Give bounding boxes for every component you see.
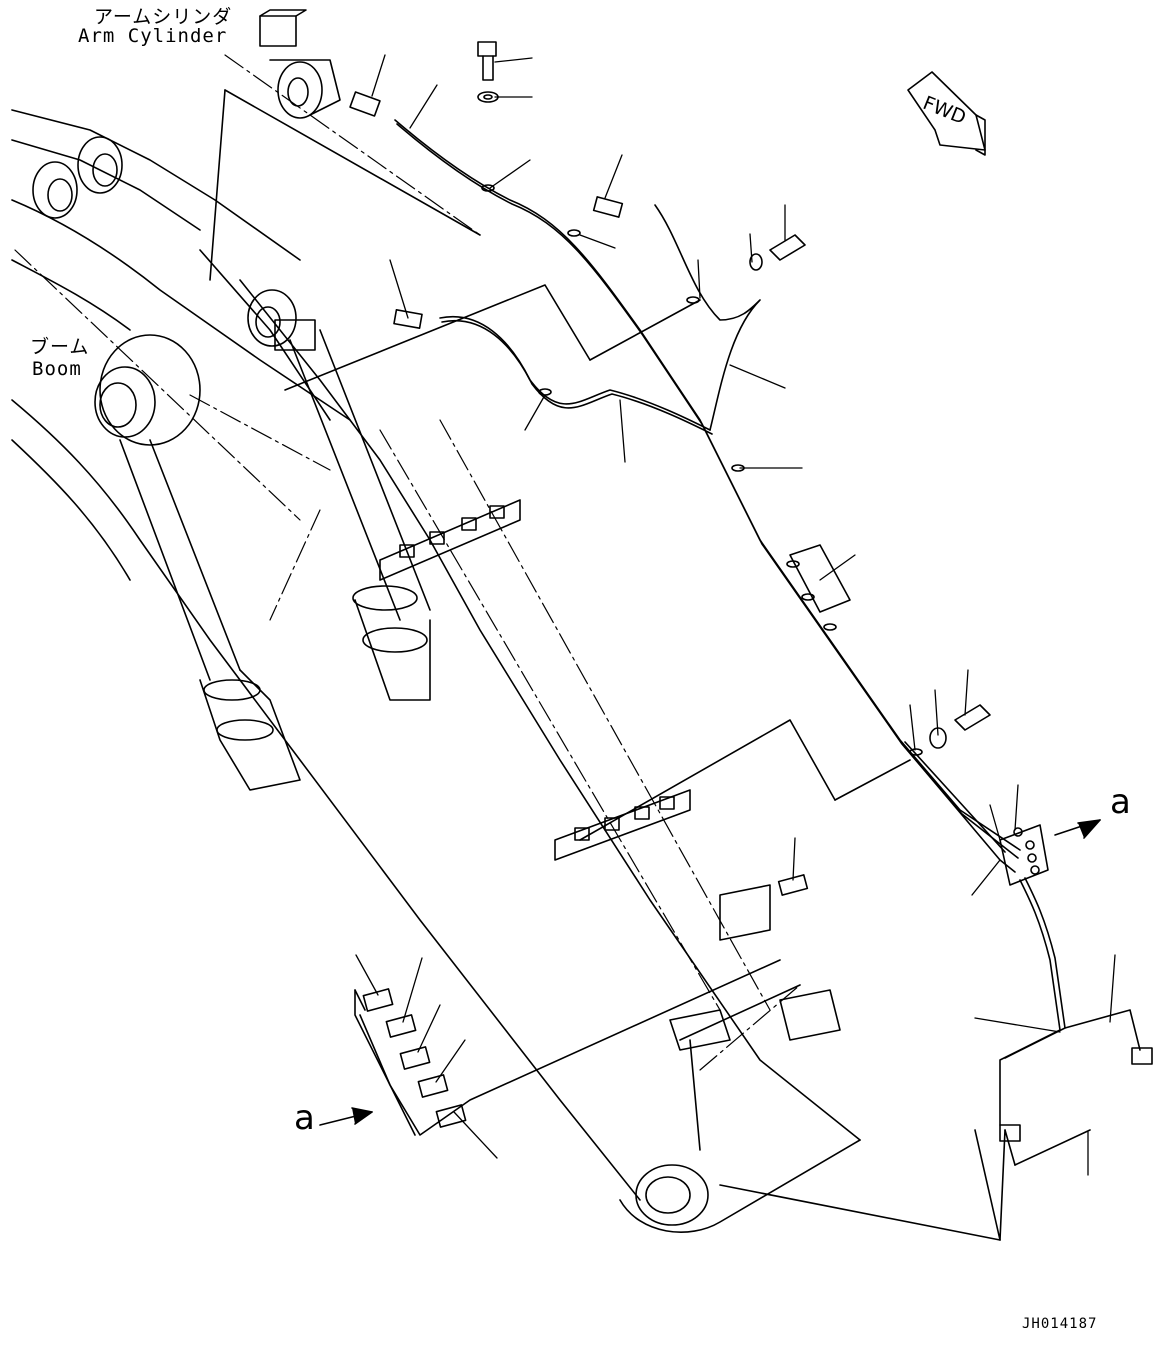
boom-structure [11,9,861,1233]
arm-cylinder-label-jp: アームシリンダ [94,6,233,28]
leader-lines [355,54,1116,1176]
clamp-brackets [274,319,841,1051]
drawing-code: JH014187 [1022,1316,1098,1332]
fwd-arrow-icon [907,71,986,156]
grease-lines [394,119,1141,1126]
arm-cylinder-label-en: Arm Cylinder [78,25,228,47]
view-ref-a-bottom: a [294,1098,315,1138]
view-ref-a-top: a [1110,782,1131,822]
center-lines [14,54,801,1071]
view-arrows [319,819,1101,1126]
boom-label-en: Boom [32,358,82,380]
callout-frames [209,89,1091,1241]
boom-label-jp: ブーム [30,336,90,358]
fittings [349,41,1153,1142]
